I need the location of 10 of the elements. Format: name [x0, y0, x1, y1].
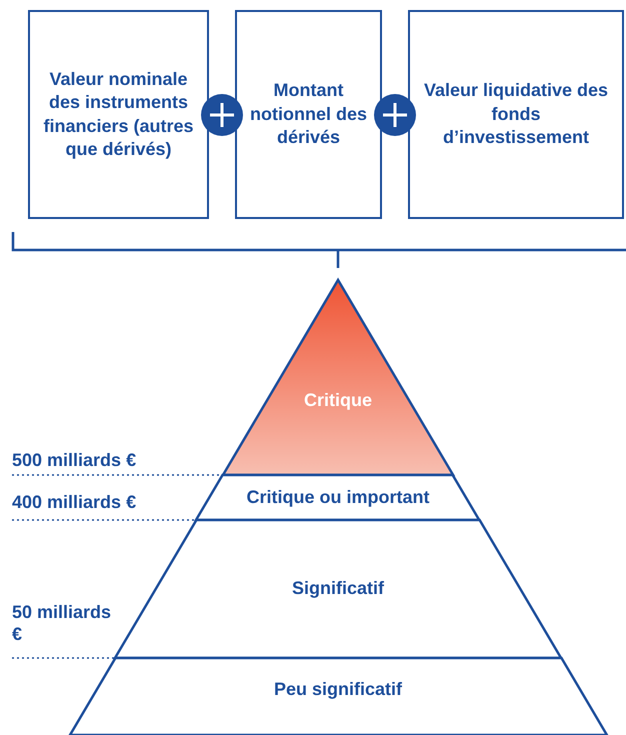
tier-label: Peu significatif — [272, 679, 403, 700]
threshold-label: 400 milliards € — [12, 492, 138, 514]
text-box: Valeur liquidative des fonds d’investissement — [408, 10, 624, 219]
tier-label: Significatif — [290, 578, 385, 599]
threshold-label: 50 milliards € — [12, 602, 112, 646]
tier-label: Critique ou important — [245, 486, 430, 508]
text-box: Montant notionnel des dérivés — [235, 10, 382, 219]
text-box: Valeur nominale des instruments financiers (autres que dérivés) — [28, 10, 209, 219]
threshold-label: 500 milliards € — [12, 450, 138, 472]
tier-label: Critique — [302, 390, 373, 411]
